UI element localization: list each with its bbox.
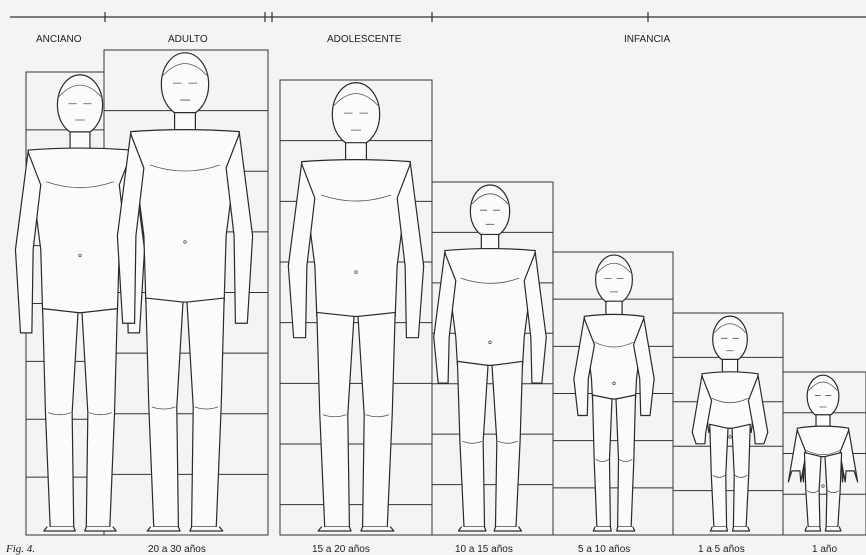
age-label-5-10: 5 a 10 años	[578, 544, 630, 555]
group-label-anciano: ANCIANO	[36, 34, 82, 45]
right-arm	[524, 253, 546, 384]
right-leg	[825, 453, 842, 527]
figure-caption: Fig. 4.	[5, 543, 35, 555]
right-leg	[187, 298, 224, 527]
right-foot	[733, 527, 750, 531]
left-leg	[593, 395, 612, 527]
torso	[302, 160, 411, 317]
left-leg	[710, 424, 728, 527]
head	[807, 375, 839, 417]
left-foot	[147, 527, 180, 531]
head	[470, 185, 509, 237]
torso	[445, 249, 535, 366]
figure-7	[788, 375, 857, 531]
right-foot	[825, 527, 841, 531]
navel	[729, 436, 732, 439]
figure-4	[434, 185, 546, 531]
figure-5	[574, 255, 654, 531]
head	[596, 255, 633, 304]
navel	[822, 485, 825, 488]
age-timeline	[10, 12, 866, 22]
right-foot	[85, 527, 116, 531]
right-foot	[190, 527, 223, 531]
left-arm	[15, 152, 40, 333]
group-label-adolescente: ADOLESCENTE	[327, 34, 402, 45]
left-arm	[288, 164, 314, 338]
age-label-adolescent: 15 a 20 años	[312, 544, 370, 555]
left-foot	[318, 527, 351, 531]
torso	[28, 148, 132, 313]
left-foot	[805, 527, 821, 531]
left-foot	[593, 527, 611, 531]
right-leg	[82, 309, 117, 527]
group-label-infancia: INFANCIA	[624, 34, 670, 45]
left-foot	[710, 527, 727, 531]
left-leg	[804, 453, 821, 527]
right-foot	[494, 527, 521, 531]
torso	[584, 314, 644, 399]
human-figures	[15, 53, 857, 531]
right-leg	[732, 424, 750, 527]
right-arm	[397, 164, 423, 338]
left-arm	[434, 253, 456, 384]
left-leg	[146, 298, 183, 527]
right-leg	[616, 395, 635, 527]
age-label-10-15: 10 a 15 años	[455, 544, 513, 555]
left-foot	[459, 527, 486, 531]
left-leg	[457, 361, 488, 527]
right-leg	[492, 361, 523, 527]
left-leg	[317, 312, 354, 527]
left-foot	[44, 527, 75, 531]
right-foot	[361, 527, 394, 531]
head	[713, 316, 748, 362]
left-leg	[43, 309, 78, 527]
figure-3	[288, 83, 423, 531]
right-arm	[226, 134, 252, 324]
age-label-1-year: 1 año	[812, 544, 837, 555]
head	[57, 75, 102, 135]
head	[332, 83, 379, 146]
age-label-1-5: 1 a 5 años	[698, 544, 745, 555]
age-label-adult: 20 a 30 años	[148, 544, 206, 555]
torso	[131, 130, 240, 302]
head	[161, 53, 208, 116]
figure-6	[692, 316, 768, 531]
right-foot	[617, 527, 635, 531]
right-leg	[358, 312, 395, 527]
group-label-adulto: ADULTO	[168, 34, 208, 45]
